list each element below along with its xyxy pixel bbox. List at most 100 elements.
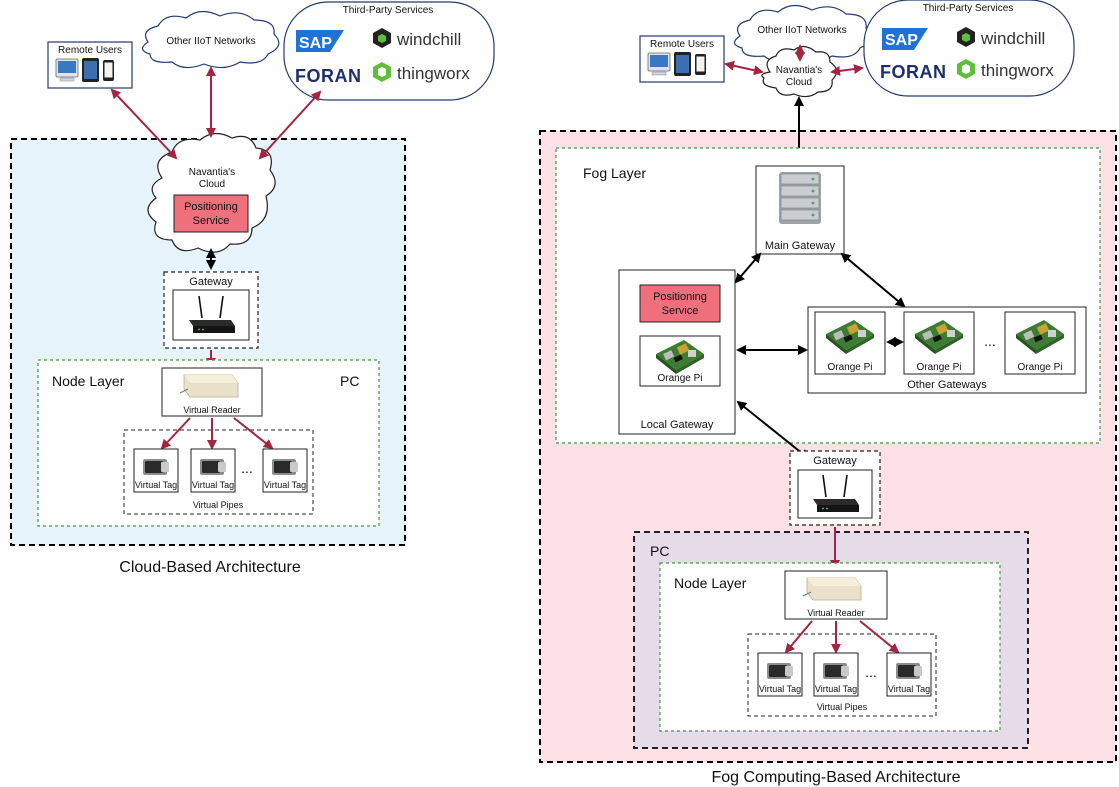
fog-cloud-name-line2: Cloud — [786, 77, 812, 88]
orange-pi-1-label: Orange Pi — [827, 362, 872, 373]
positioning-service-line2: Service — [193, 215, 230, 227]
virtual-reader-label: Virtual Reader — [183, 405, 240, 415]
fog-cloud-name-line1: Navantia's — [776, 65, 822, 76]
fog-arrow-remote-cloud — [724, 60, 764, 76]
orange-pi-3: Orange Pi — [1004, 311, 1076, 375]
other-networks-label: Other IIoT Networks — [166, 36, 255, 47]
node-layer-label: Node Layer — [52, 373, 125, 389]
virtual-tag-1-label: Virtual Tag — [135, 480, 177, 490]
fog-remote-users-box: Remote Users — [639, 35, 725, 83]
fog-virtual-pipes-label: Virtual Pipes — [817, 702, 868, 712]
local-orange-pi-label: Orange Pi — [657, 373, 702, 384]
fog-layer-label: Fog Layer — [583, 165, 646, 181]
desktop-tablet-phone-icon — [55, 57, 115, 83]
gateway-label: Gateway — [189, 276, 233, 288]
arrow-reader-tag3 — [233, 417, 274, 450]
fog-virtual-reader-label: Virtual Reader — [807, 608, 864, 618]
pc-label: PC — [340, 373, 359, 389]
positioning-service-box — [173, 194, 249, 233]
arrow-remote-cloud — [110, 88, 178, 160]
fog-sap-logo: SAP — [882, 28, 928, 50]
rfid-tag-icon — [896, 663, 922, 679]
orange-pi-1: Orange Pi — [814, 311, 886, 375]
fog-virtual-tag-2: Virtual Tag — [813, 652, 859, 697]
cloud-architecture-caption: Cloud-Based Architecture — [119, 559, 301, 576]
cloud-architecture: Remote Users Other IIoT Networks Third-P… — [10, 1, 495, 576]
arrow-thirdparty-cloud — [258, 90, 322, 160]
fog-tags-ellipsis: ... — [865, 664, 877, 680]
local-gateway-box: Positioning Service Orange Pi Local Gate… — [618, 269, 736, 435]
orange-pi-2-label: Orange Pi — [916, 362, 961, 373]
fog-positioning-line1: Positioning — [653, 291, 707, 303]
rfid-tag-icon — [143, 459, 169, 475]
fog-arrow-reader-tag1 — [784, 620, 813, 654]
fog-node-layer-label: Node Layer — [674, 575, 747, 591]
fog-virtual-reader-box: Virtual Reader — [784, 570, 888, 620]
fog-third-party-box: Third-Party Services SAP FORAN windchill… — [863, 0, 1075, 97]
remote-users-box: Remote Users — [47, 41, 133, 89]
navantia-cloud: Navantia's Cloud Positioning Service — [147, 132, 276, 253]
main-gateway-label: Main Gateway — [765, 240, 836, 252]
other-networks-cloud: Other IIoT Networks — [141, 10, 280, 69]
fog-virtual-tag-3: Virtual Tag — [886, 652, 932, 697]
fog-arrow-thirdparty-cloud — [830, 64, 864, 76]
fog-gateway-box: Gateway — [789, 450, 881, 526]
arrow-maingateway-localgateway — [734, 252, 762, 284]
sap-logo: SAP — [296, 30, 344, 52]
svg-text:windchill: windchill — [396, 30, 461, 49]
rfid-tag-icon — [272, 459, 298, 475]
arrow-local-gateway — [736, 400, 810, 460]
positioning-service-line1: Positioning — [184, 201, 238, 213]
rfid-reader-icon — [179, 374, 239, 398]
arrow-maingateway-othergateways — [840, 252, 906, 308]
other-gateways-label: Other Gateways — [907, 379, 987, 391]
gateways-ellipsis: ... — [984, 333, 996, 349]
arrow-reader-tag1 — [160, 417, 191, 450]
windchill-logo: windchill — [373, 28, 461, 49]
svg-text:thingworx: thingworx — [397, 64, 470, 83]
rfid-tag-icon — [823, 663, 849, 679]
virtual-tag-1: Virtual Tag — [133, 448, 179, 493]
foran-logo: FORAN — [295, 66, 362, 86]
fog-foran-logo: FORAN — [880, 62, 947, 82]
gateway-box: Gateway — [163, 271, 259, 349]
svg-text:thingworx: thingworx — [981, 61, 1054, 80]
desktop-tablet-phone-icon — [647, 51, 707, 77]
fog-thingworx-logo: thingworx — [957, 59, 1054, 80]
virtual-pipes-label: Virtual Pipes — [193, 500, 244, 510]
other-gateways-box: Orange Pi Orange Pi ... Orange Pi Other … — [807, 306, 1087, 394]
rfid-tag-icon — [200, 459, 226, 475]
orange-pi-2: Orange Pi — [903, 311, 975, 375]
main-gateway-box: Main Gateway — [755, 165, 845, 255]
virtual-tag-2-label: Virtual Tag — [192, 480, 234, 490]
orange-pi-3-label: Orange Pi — [1017, 362, 1062, 373]
fog-other-networks-label: Other IIoT Networks — [757, 25, 846, 36]
fog-third-party-label: Third-Party Services — [923, 3, 1014, 14]
rfid-tag-icon — [767, 663, 793, 679]
fog-positioning-service-box — [639, 284, 721, 323]
rfid-reader-icon — [802, 577, 862, 601]
fog-positioning-line2: Service — [662, 305, 699, 317]
fog-architecture: Remote Users Other IIoT Networks Third-P… — [539, 0, 1117, 786]
third-party-box: Third-Party Services SAP FORAN windchill… — [283, 1, 495, 101]
fog-pc-label: PC — [650, 543, 669, 559]
remote-users-label: Remote Users — [58, 45, 122, 56]
virtual-tag-3-label: Virtual Tag — [264, 480, 306, 490]
fog-windchill-logo: windchill — [957, 27, 1045, 48]
fog-navantia-cloud: Navantia's Cloud — [761, 45, 838, 98]
fog-virtual-tag-1-label: Virtual Tag — [759, 684, 801, 694]
svg-text:SAP: SAP — [299, 35, 332, 52]
virtual-tag-3: Virtual Tag — [262, 448, 308, 493]
fog-arrow-reader-tag3 — [859, 620, 900, 654]
fog-architecture-caption: Fog Computing-Based Architecture — [711, 769, 960, 786]
third-party-label: Third-Party Services — [343, 5, 434, 16]
fog-virtual-tag-2-label: Virtual Tag — [815, 684, 857, 694]
fog-gateway-label: Gateway — [813, 455, 857, 467]
virtual-reader-box: Virtual Reader — [161, 367, 263, 417]
fog-virtual-tag-3-label: Virtual Tag — [888, 684, 930, 694]
virtual-tag-2: Virtual Tag — [190, 448, 236, 493]
server-rack-icon — [778, 171, 822, 225]
local-gateway-label: Local Gateway — [641, 419, 714, 431]
thingworx-logo: thingworx — [373, 62, 470, 83]
